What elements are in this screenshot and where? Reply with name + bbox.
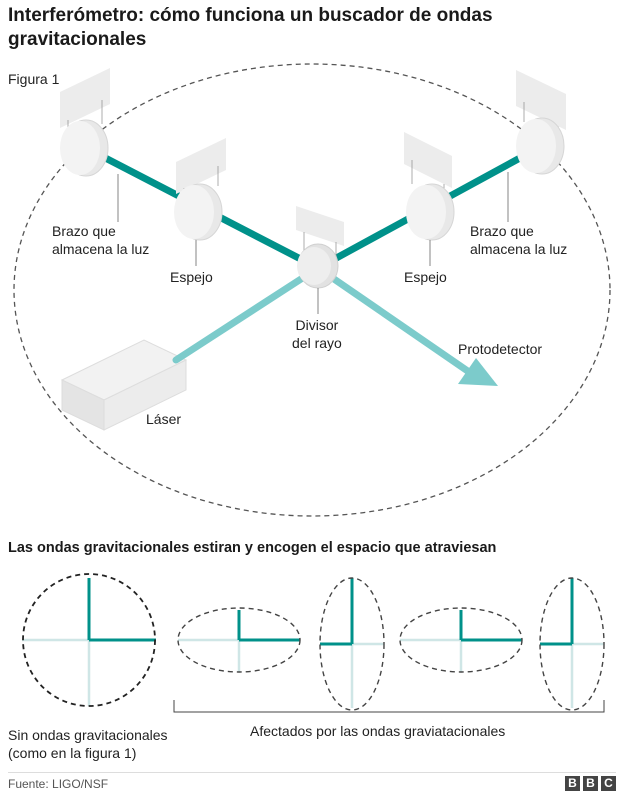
caption-no-waves-line-1: Sin ondas gravitacionales	[8, 727, 168, 743]
inner-left-mirror	[174, 138, 226, 241]
footer-divider	[8, 772, 616, 773]
caption-affected: Afectados por las ondas graviatacionales	[250, 723, 506, 739]
stretched-vertical-figure-1	[319, 577, 385, 711]
splitter-label: Divisor del rayo	[292, 316, 342, 352]
beam-splitter	[296, 206, 344, 289]
splitter-label-line-2: del rayo	[292, 335, 342, 351]
arm-left-label: Brazo que almacena la luz	[52, 222, 149, 258]
laser-label: Láser	[146, 411, 182, 427]
arm-right-label-line-2: almacena la luz	[470, 241, 568, 257]
source-credit: Fuente: LIGO/NSF	[8, 777, 109, 791]
arm-left-label-line-2: almacena la luz	[52, 241, 150, 257]
caption-no-waves: Sin ondas gravitacionales (como en la fi…	[8, 726, 168, 762]
affected-figures-bracket	[173, 700, 605, 713]
bbc-logo: B B C	[565, 776, 616, 791]
arm-left-label-line-1: Brazo que	[52, 223, 116, 239]
laser-device	[60, 339, 188, 431]
space-boundary-ellipse	[13, 63, 611, 517]
stretched-vertical-figure-2	[539, 577, 605, 711]
mirror-left-label: Espejo	[170, 269, 213, 285]
caption-no-waves-line-2: (como en la figura 1)	[8, 745, 137, 761]
bbc-logo-letter-2: B	[583, 776, 598, 791]
page-title: Interferómetro: cómo funciona un buscado…	[8, 5, 493, 50]
far-left-mirror	[60, 68, 110, 177]
section-subtitle: Las ondas gravitacionales estiran y enco…	[8, 540, 497, 556]
arm-right-label: Brazo que almacena la luz	[470, 222, 567, 258]
bbc-logo-letter-3: C	[601, 776, 616, 791]
stretched-horizontal-figure-1	[177, 607, 301, 673]
figure-label: Figura 1	[8, 71, 60, 87]
inner-right-mirror	[404, 132, 455, 241]
photodetector-label: Protodetector	[458, 341, 543, 357]
far-right-mirror	[516, 70, 566, 175]
mirror-right-label: Espejo	[404, 269, 447, 285]
arm-right-label-line-1: Brazo que	[470, 223, 534, 239]
undistorted-space-figure	[22, 573, 156, 707]
photodetector-arrowhead	[458, 358, 498, 386]
bbc-logo-letter-1: B	[565, 776, 580, 791]
laser-beam	[172, 264, 322, 364]
stretched-horizontal-figure-2	[399, 607, 523, 673]
output-beam	[316, 265, 474, 377]
splitter-label-line-1: Divisor	[295, 317, 339, 333]
